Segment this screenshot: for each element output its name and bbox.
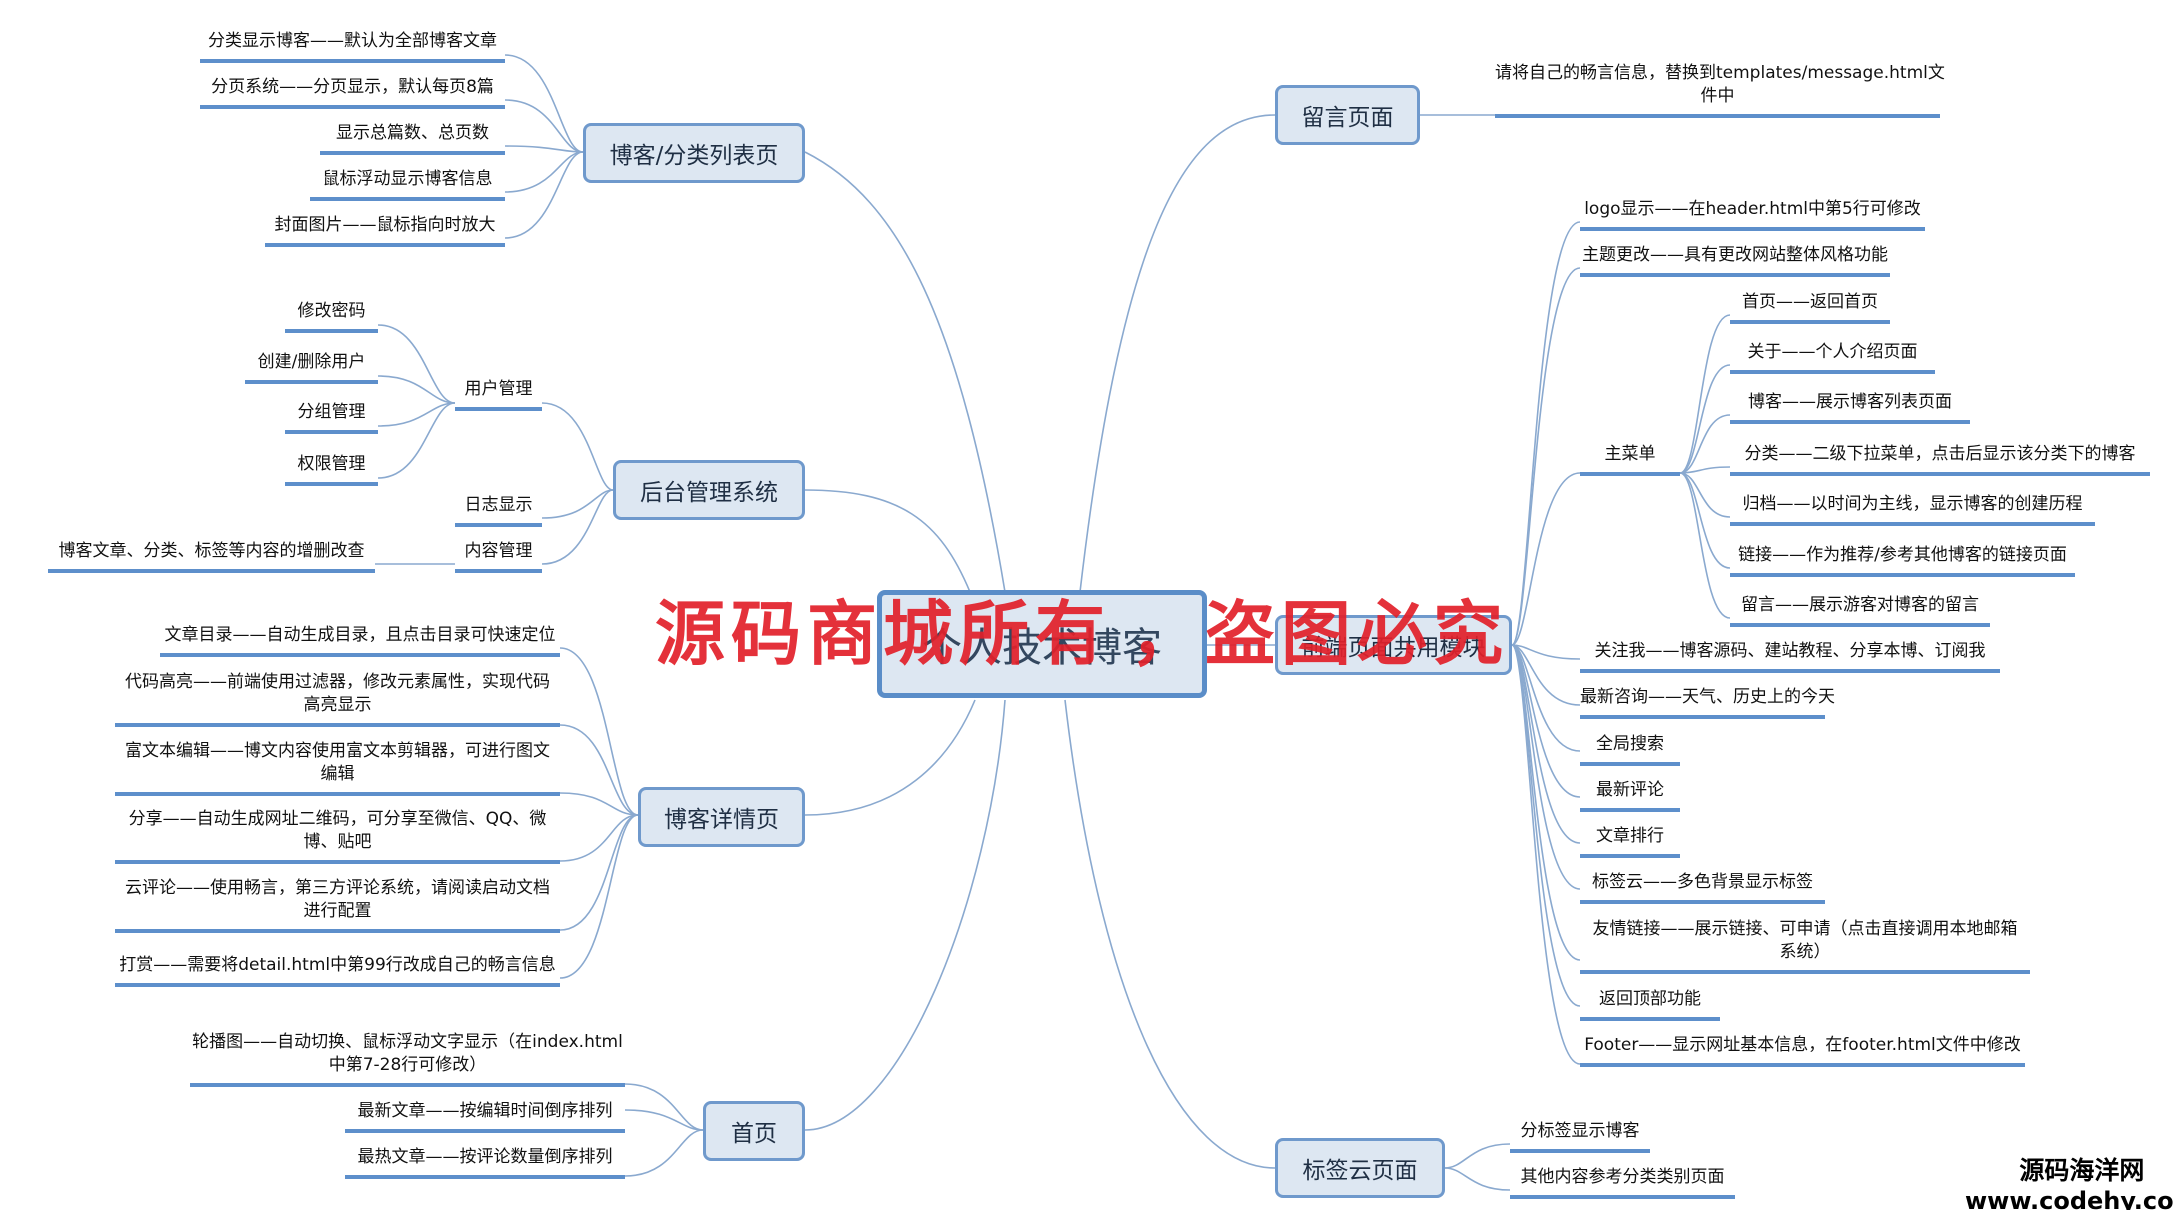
watermark-corner: 源码海洋网 www.codehy.com	[1965, 1156, 2174, 1210]
home-item: 最热文章——按评论数量倒序排列	[345, 1146, 625, 1179]
node-home: 首页	[703, 1101, 805, 1161]
tag-page-item: 分标签显示博客	[1510, 1120, 1650, 1153]
common-item: 最新咨询——天气、历史上的今天	[1580, 686, 1835, 719]
main-menu-item: 链接——作为推荐/参考其他博客的链接页面	[1730, 544, 2075, 577]
user-mgmt-item: 分组管理	[285, 401, 378, 434]
main-menu-item: 关于——个人介绍页面	[1730, 341, 1935, 374]
detail-item: 分享——自动生成网址二维码，可分享至微信、QQ、微博、贴吧	[115, 808, 560, 864]
main-menu-item: 留言——展示游客对博客的留言	[1730, 594, 1990, 627]
detail-item: 文章目录——自动生成目录，且点击目录可快速定位	[160, 624, 560, 657]
detail-item: 代码高亮——前端使用过滤器，修改元素属性，实现代码高亮显示	[115, 671, 560, 727]
common-item: 友情链接——展示链接、可申请（点击直接调用本地邮箱系统）	[1580, 918, 2030, 974]
content-mgmt-item: 博客文章、分类、标签等内容的增删改查	[48, 540, 375, 573]
blog-list-item: 分页系统——分页显示，默认每页8篇	[200, 76, 505, 109]
user-mgmt-item: 修改密码	[285, 300, 378, 333]
common-item: 全局搜索	[1580, 733, 1680, 766]
main-menu-item: 归档——以时间为主线，显示博客的创建历程	[1730, 493, 2095, 526]
common-item: 返回顶部功能	[1580, 988, 1720, 1021]
node-message-page: 留言页面	[1275, 85, 1420, 145]
blog-list-item: 鼠标浮动显示博客信息	[310, 168, 505, 201]
common-item: 主题更改——具有更改网站整体风格功能	[1580, 244, 1890, 277]
admin-content-mgmt: 内容管理	[455, 540, 542, 573]
node-common-modules: 前端页面共用模块	[1275, 615, 1512, 675]
admin-log: 日志显示	[455, 494, 542, 527]
detail-item: 富文本编辑——博文内容使用富文本剪辑器，可进行图文编辑	[115, 740, 560, 796]
home-item: 最新文章——按编辑时间倒序排列	[345, 1100, 625, 1133]
blog-list-item: 显示总篇数、总页数	[320, 122, 505, 155]
detail-item: 打赏——需要将detail.html中第99行改成自己的畅言信息	[115, 954, 560, 987]
common-main-menu: 主菜单	[1580, 443, 1680, 476]
watermark-right: 盗图必究	[1205, 592, 1509, 675]
common-item: 文章排行	[1580, 825, 1680, 858]
node-blog-detail: 博客详情页	[638, 787, 805, 847]
tag-page-item: 其他内容参考分类类别页面	[1510, 1166, 1735, 1199]
common-item: 最新评论	[1580, 779, 1680, 812]
watermark-left: 源码商城所有	[655, 592, 1111, 675]
common-item: 关注我——博客源码、建站教程、分享本博、订阅我	[1580, 640, 2000, 673]
common-item: logo显示——在header.html中第5行可修改	[1580, 198, 1925, 231]
detail-item: 云评论——使用畅言，第三方评论系统，请阅读启动文档进行配置	[115, 877, 560, 933]
user-mgmt-item: 权限管理	[285, 453, 378, 486]
message-item: 请将自己的畅言信息，替换到templates/message.html文件中	[1495, 62, 1945, 118]
blog-list-item: 封面图片——鼠标指向时放大	[265, 214, 505, 247]
common-item: Footer——显示网址基本信息，在footer.html文件中修改	[1580, 1034, 2025, 1067]
root-node: 个人技术博客	[877, 590, 1207, 698]
user-mgmt-item: 创建/删除用户	[245, 351, 378, 384]
node-admin: 后台管理系统	[613, 460, 805, 520]
common-item: 标签云——多色背景显示标签	[1580, 871, 1825, 904]
watermark-sep: ，	[1130, 592, 1206, 675]
node-blog-list: 博客/分类列表页	[583, 123, 805, 183]
main-menu-item: 首页——返回首页	[1730, 291, 1890, 324]
main-menu-item: 博客——展示博客列表页面	[1730, 391, 1970, 424]
admin-user-mgmt: 用户管理	[455, 378, 542, 411]
node-tag-cloud-page: 标签云页面	[1275, 1138, 1445, 1198]
blog-list-item: 分类显示博客——默认为全部博客文章	[200, 30, 505, 63]
main-menu-item: 分类——二级下拉菜单，点击后显示该分类下的博客	[1730, 443, 2150, 476]
